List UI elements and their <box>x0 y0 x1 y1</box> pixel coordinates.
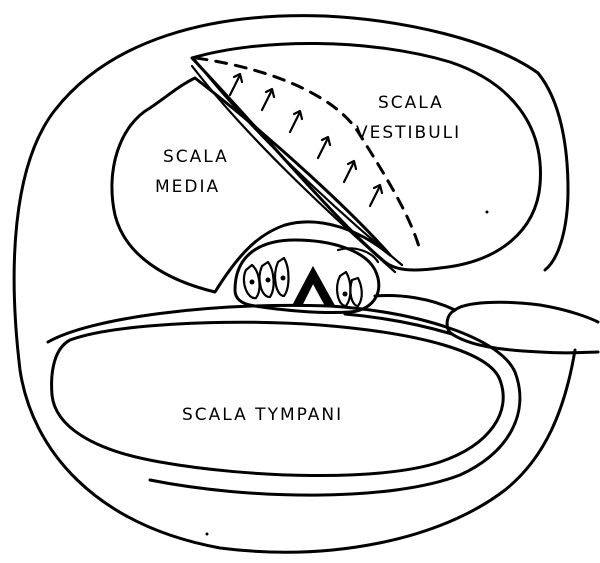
scala-tympani-label: SCALA TYMPANI <box>182 405 343 425</box>
outer-cochlea-outline <box>14 16 575 553</box>
scala-media-chamber <box>112 78 390 292</box>
arrow-3 <box>290 111 302 132</box>
organ-of-corti <box>235 240 379 313</box>
scala-tympani-chamber <box>52 322 504 475</box>
arrow-2 <box>262 89 274 110</box>
arrow-6 <box>370 185 382 206</box>
arrow-5 <box>344 161 356 182</box>
arrow-1 <box>230 74 242 95</box>
organ-of-corti-outline <box>235 240 379 313</box>
dot-mark-2 <box>206 533 209 536</box>
arrow-4 <box>318 137 330 158</box>
inner-hair-cells <box>244 258 289 298</box>
dot-mark-1 <box>486 211 489 214</box>
basilar-membrane-upper <box>375 296 455 310</box>
spiral-ligament <box>452 302 598 353</box>
scala-vestibuli-label-line1: SCALA <box>378 93 444 113</box>
scala-vestibuli-label-line2: VESTIBULI <box>356 123 461 143</box>
outer-hair-cells <box>337 272 362 306</box>
scala-media-label-line1: SCALA <box>163 147 229 167</box>
pillar-cells <box>294 268 333 304</box>
scala-media-label-line2: MEDIA <box>155 177 220 197</box>
bony-wall-line <box>538 73 568 270</box>
